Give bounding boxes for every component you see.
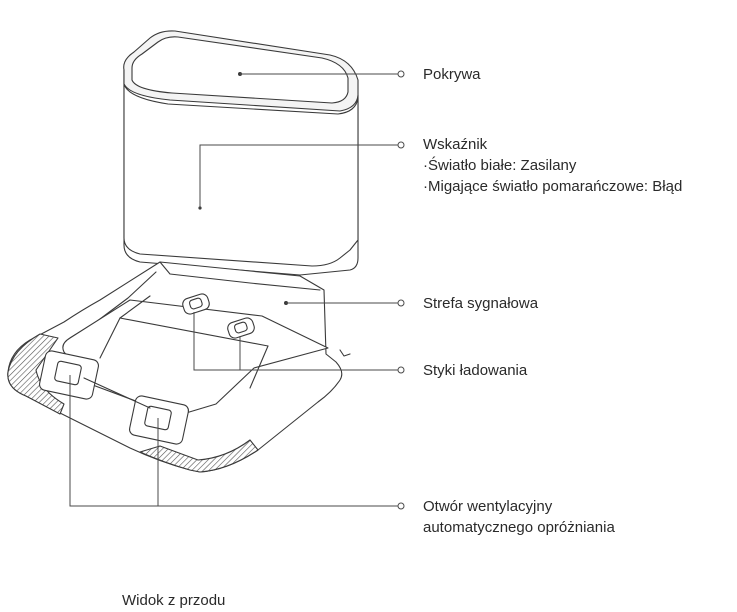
lid-edge [123, 83, 359, 115]
left-vent-pad [38, 350, 100, 400]
charging-contact-right [227, 317, 255, 339]
charging-contacts-label: Styki ładowania [423, 362, 528, 379]
tower-foot [339, 349, 351, 357]
right-wheel-guide [139, 439, 259, 473]
docking-station-drawing [7, 30, 359, 473]
left-vent-pad-inner [54, 360, 82, 386]
charging-contact-left-inner [188, 297, 203, 310]
indicator-detail-white: ·Światło białe: Zasilany [423, 157, 577, 174]
charging-contact-right-inner [233, 321, 248, 334]
base-floor [62, 299, 329, 417]
leader-lines [69, 70, 405, 510]
indicator-detail-orange: ·Migające światło pomarańczowe: Błąd [423, 178, 683, 195]
ramp-line-3 [249, 345, 269, 389]
lid-inner [131, 36, 349, 104]
right-vent-pad [128, 395, 190, 445]
lid-label: Pokrywa [423, 66, 481, 83]
indicator-title: Wskaźnik [423, 136, 488, 153]
tower-front [123, 69, 359, 267]
indicator-label: Wskaźnik ·Światło białe: Zasilany ·Migaj… [423, 134, 682, 197]
charging-contact-left [182, 293, 210, 315]
base-rim [159, 261, 321, 291]
ramp-line-2 [99, 317, 121, 359]
vent-label: Otwór wentylacyjny automatycznego opróżn… [423, 496, 615, 538]
view-caption: Widok z przodu [122, 592, 226, 609]
vent-label-line-2: automatycznego opróżniania [423, 519, 615, 536]
pad-link [83, 377, 151, 409]
signal-zone-label: Strefa sygnałowa [423, 295, 539, 312]
right-vent-pad-inner [144, 405, 172, 431]
vent-label-line-1: Otwór wentylacyjny [423, 498, 553, 515]
